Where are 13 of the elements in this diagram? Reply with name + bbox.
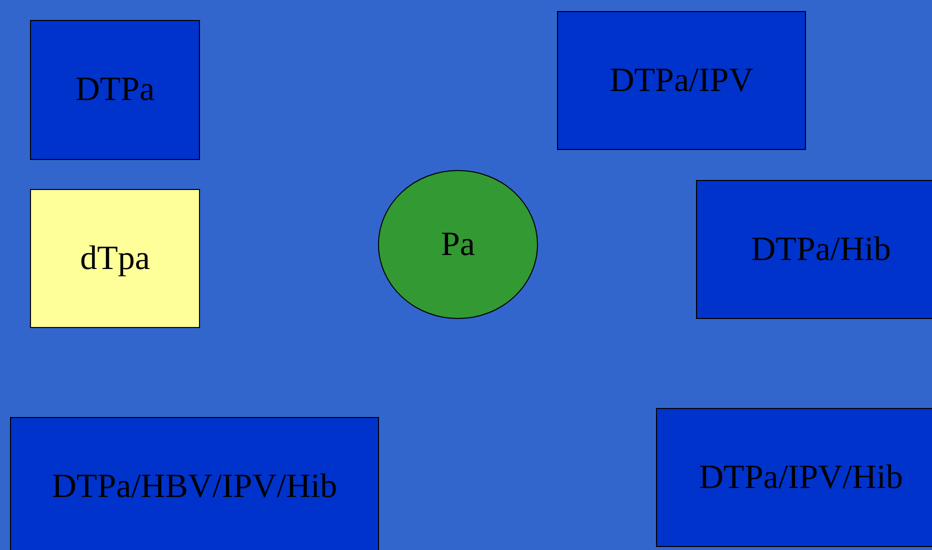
node-label: dTpa xyxy=(80,240,150,278)
node-label: Pa xyxy=(441,226,475,264)
rectangle-box xyxy=(10,417,379,550)
node-label: DTPa/HBV/IPV/Hib xyxy=(52,468,338,506)
rectangle-box xyxy=(30,20,200,160)
node-label: DTPa xyxy=(75,71,155,109)
node-label: DTPa/Hib xyxy=(751,230,891,268)
rectangle-box xyxy=(557,11,806,150)
rectangle-box xyxy=(696,180,932,319)
node-label: DTPa/IPV xyxy=(610,62,754,100)
rectangle-box xyxy=(656,408,932,547)
rectangle-box xyxy=(30,189,200,328)
node-label: DTPa/IPV/Hib xyxy=(699,458,903,496)
